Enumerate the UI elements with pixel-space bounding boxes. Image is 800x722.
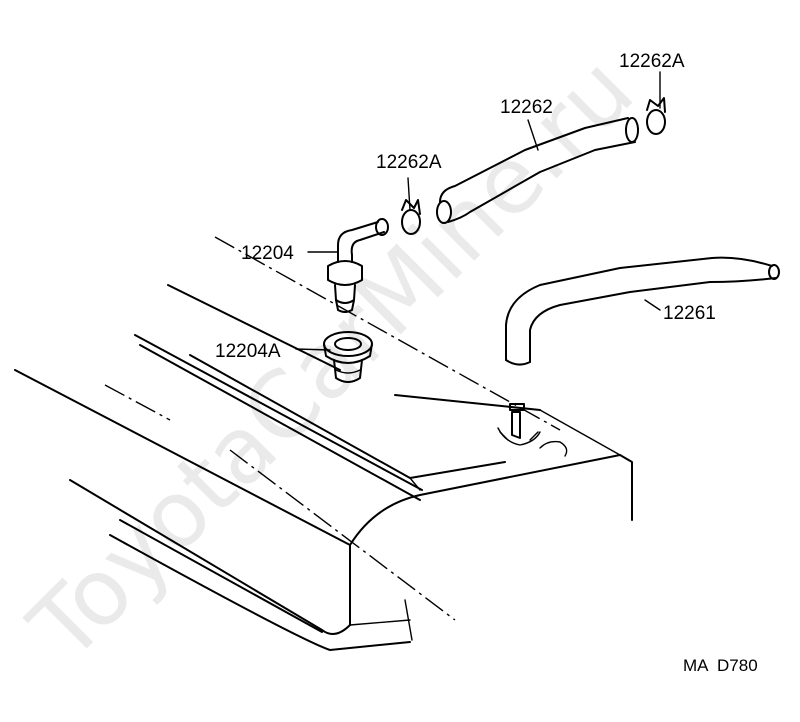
label-hose-upper: 12262: [500, 97, 553, 118]
label-grommet: 12204A: [215, 341, 281, 362]
leader-lines: [295, 71, 661, 351]
diagram-code: MA D780: [683, 656, 758, 675]
label-clamp-top: 12262A: [619, 51, 685, 72]
upper-hose-part: [436, 117, 639, 224]
label-clamp-left: 12262A: [376, 152, 442, 173]
clamp-left-part: [401, 199, 421, 235]
grommet-part: [323, 331, 373, 383]
clamp-top-part: [646, 97, 666, 135]
valve-cover: [14, 236, 633, 651]
label-pcv-valve: 12204: [241, 243, 294, 264]
right-hose-part: [505, 256, 780, 366]
label-hose-right: 12261: [663, 303, 716, 324]
pcv-valve-part: [327, 218, 389, 313]
